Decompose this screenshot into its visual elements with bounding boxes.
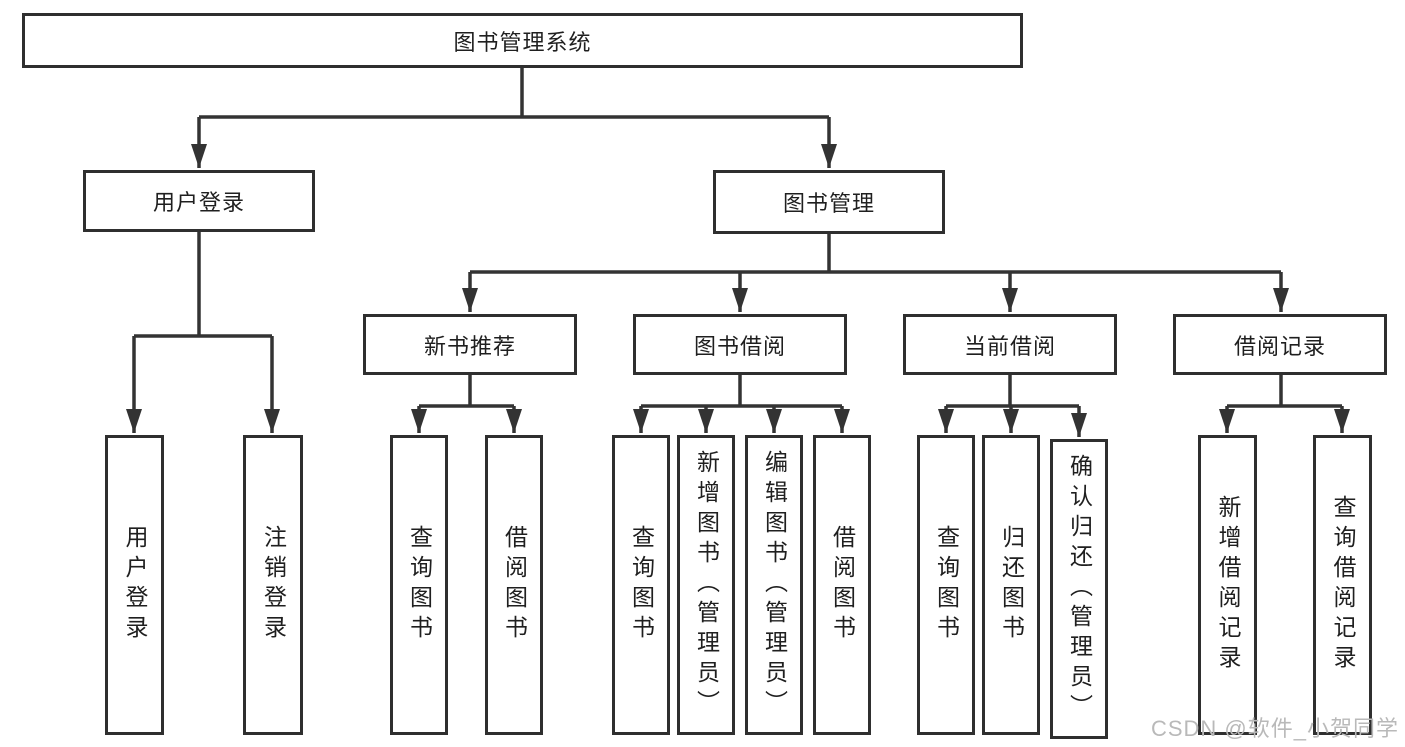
leaf-user-login: 用户登录 bbox=[105, 435, 164, 735]
leaf-borrow-books-recommend: 借阅图书 bbox=[485, 435, 543, 735]
node-borrow-records: 借阅记录 bbox=[1173, 314, 1387, 375]
node-book-borrow: 图书借阅 bbox=[633, 314, 847, 375]
node-user-login: 用户登录 bbox=[83, 170, 315, 232]
node-new-book-recommend: 新书推荐 bbox=[363, 314, 577, 375]
csdn-watermark: CSDN @软件_小贺同学 bbox=[1150, 716, 1399, 741]
leaf-query-books-recommend: 查询图书 bbox=[390, 435, 448, 735]
leaf-return-books: 归还图书 bbox=[982, 435, 1040, 735]
leaf-query-borrow-record: 查询借阅记录 bbox=[1313, 435, 1372, 735]
node-current-borrow: 当前借阅 bbox=[903, 314, 1117, 375]
leaf-add-book-admin: 新增图书（管理员） bbox=[677, 435, 735, 735]
leaf-edit-book-admin: 编辑图书（管理员） bbox=[745, 435, 803, 735]
leaf-add-borrow-record: 新增借阅记录 bbox=[1198, 435, 1257, 735]
node-book-management: 图书管理 bbox=[713, 170, 945, 234]
leaf-logout: 注销登录 bbox=[243, 435, 303, 735]
node-library-management-system: 图书管理系统 bbox=[22, 13, 1023, 68]
leaf-query-books-borrow: 查询图书 bbox=[612, 435, 670, 735]
leaf-query-books-current: 查询图书 bbox=[917, 435, 975, 735]
leaf-borrow-books: 借阅图书 bbox=[813, 435, 871, 735]
leaf-confirm-return-admin: 确认归还（管理员） bbox=[1050, 439, 1108, 739]
